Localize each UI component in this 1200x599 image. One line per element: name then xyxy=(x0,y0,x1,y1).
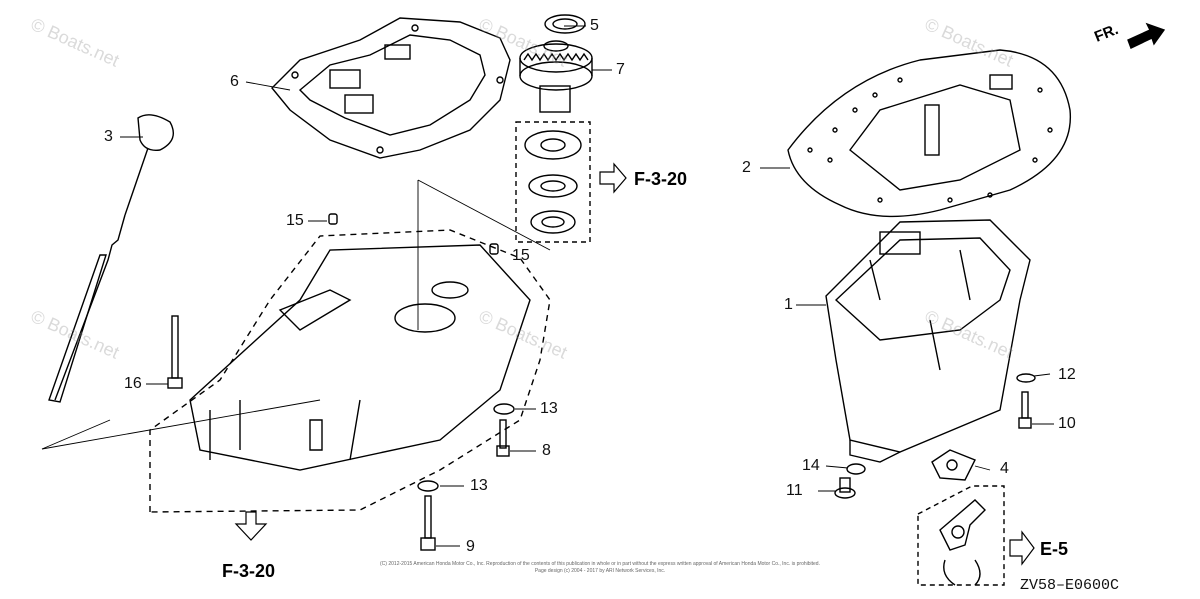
copyright-line-2: Page design (c) 2004 - 2017 by ARI Netwo… xyxy=(534,568,666,574)
ref-arrow-bottom xyxy=(234,511,268,541)
callout-5: 5 xyxy=(590,17,599,34)
copyright-line-1: (C) 2012-2015 American Honda Motor Co., … xyxy=(380,561,820,567)
callout-16: 16 xyxy=(124,375,142,392)
bolt-part-11 xyxy=(834,477,856,499)
fr-arrow xyxy=(1127,22,1166,49)
reference-f-3-20-bottom[interactable]: F-3-20 xyxy=(222,561,276,581)
extension-case xyxy=(149,229,551,513)
callout-2: 2 xyxy=(742,159,751,176)
reference-f-3-20-top[interactable]: F-3-20 xyxy=(634,169,688,189)
callout-11: 11 xyxy=(786,482,803,499)
ref-arrow-top xyxy=(599,162,627,194)
callout-13-top: 13 xyxy=(540,400,558,417)
callout-12: 12 xyxy=(1058,366,1076,383)
ref-arrow-e5 xyxy=(1009,530,1035,566)
dipstick-part-3 xyxy=(48,114,174,403)
ring-part-5 xyxy=(544,14,586,34)
diagram-code: ZV58–E0600C xyxy=(1020,577,1120,594)
bolt-part-9 xyxy=(420,495,436,551)
callout-10: 10 xyxy=(1058,415,1076,432)
leader-lines xyxy=(41,25,1054,547)
bearing-group xyxy=(515,121,591,243)
callout-14: 14 xyxy=(802,457,820,474)
e5-reference-box xyxy=(917,485,1005,586)
washer-part-13b xyxy=(417,480,439,492)
callout-4: 4 xyxy=(1000,460,1009,477)
callout-1: 1 xyxy=(784,296,793,313)
plug-part-15b xyxy=(489,243,499,255)
callout-6: 6 xyxy=(230,73,239,90)
plug-part-15a xyxy=(328,213,338,225)
callout-8: 8 xyxy=(542,442,551,459)
gear-part-7 xyxy=(519,40,593,113)
reference-e-5[interactable]: E-5 xyxy=(1040,539,1069,559)
oil-pan-part-1 xyxy=(825,219,1031,463)
gasket-part-6 xyxy=(271,17,511,159)
washer-part-14 xyxy=(846,463,866,475)
bolt-part-8 xyxy=(496,419,510,457)
plate-part-2 xyxy=(787,49,1072,218)
callout-3: 3 xyxy=(104,128,113,145)
callout-15-bottom: 15 xyxy=(512,247,530,264)
bolt-part-10 xyxy=(1018,391,1032,429)
callout-9: 9 xyxy=(466,538,475,555)
plate-part-4 xyxy=(931,449,976,481)
washer-part-13a xyxy=(493,403,515,415)
bolt-part-16 xyxy=(167,315,183,389)
copyright-notice: (C) 2012-2015 American Honda Motor Co., … xyxy=(335,561,865,575)
callout-15-top: 15 xyxy=(286,212,304,229)
callout-7: 7 xyxy=(616,61,625,78)
callout-13-bottom: 13 xyxy=(470,477,488,494)
washer-part-12 xyxy=(1016,373,1036,383)
